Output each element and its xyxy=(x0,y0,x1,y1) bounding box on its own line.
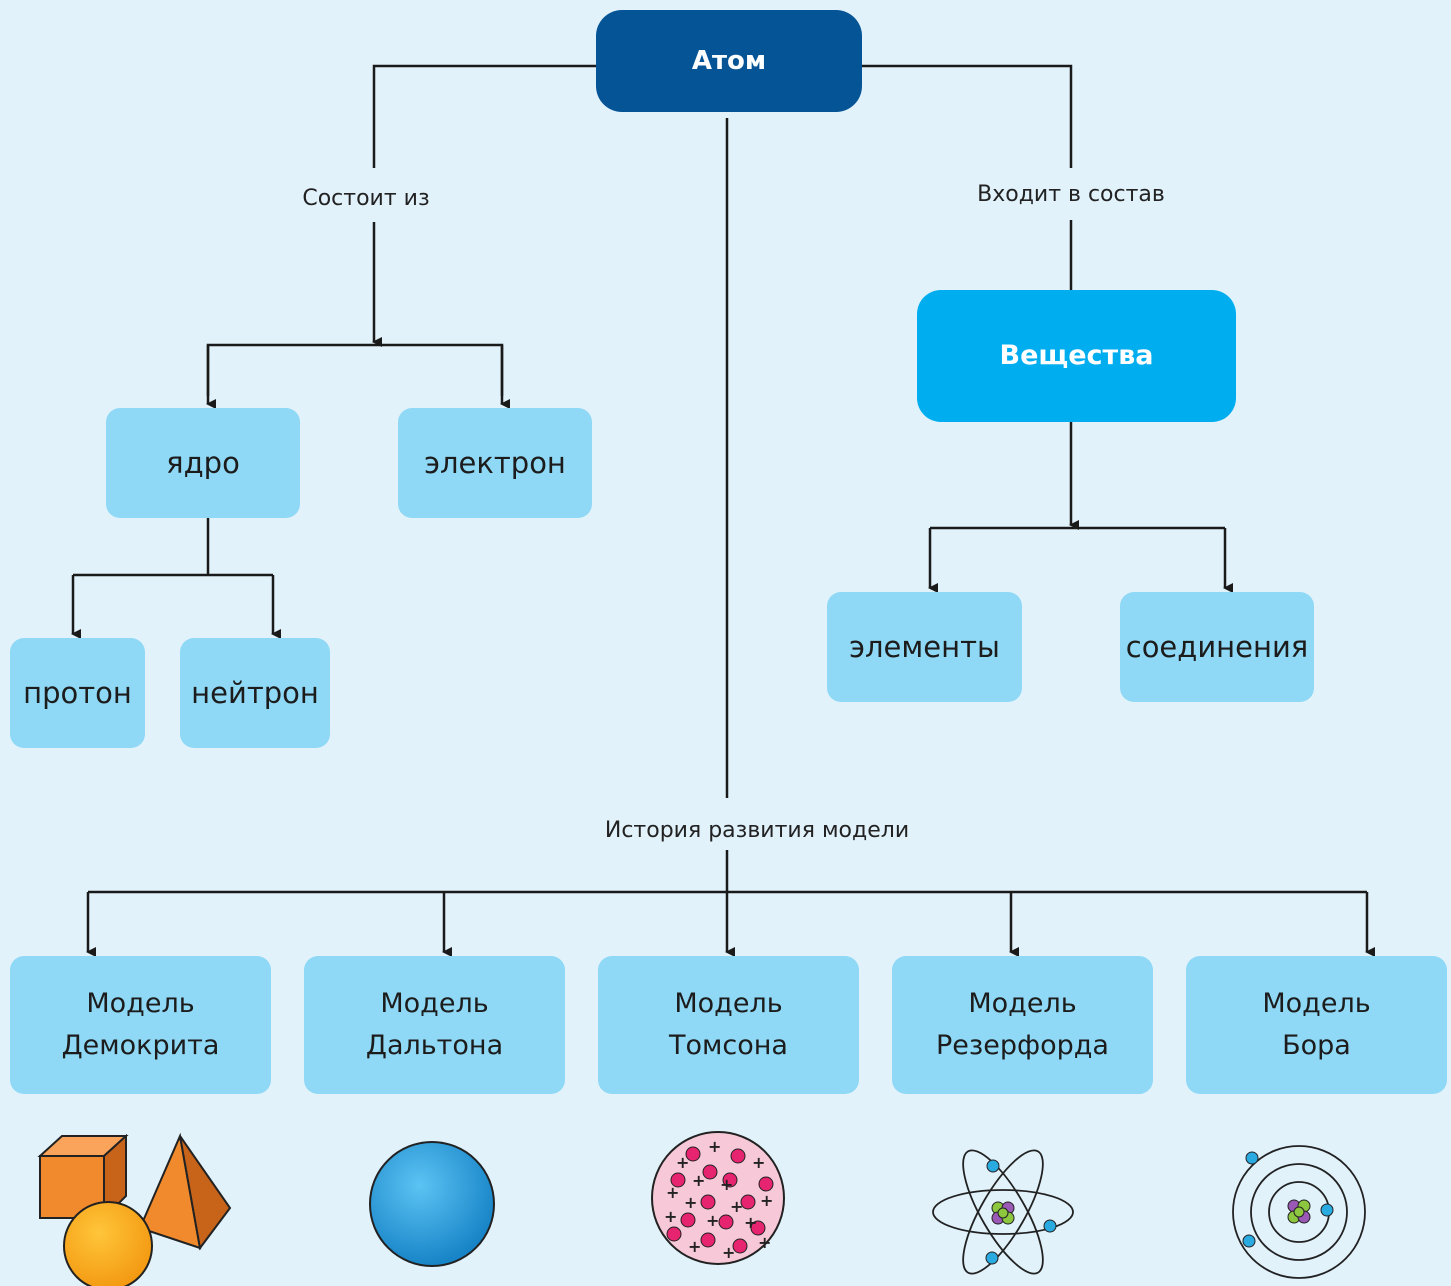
model-democritus-line1: Модель xyxy=(86,988,195,1019)
model-bohr-line2: Бора xyxy=(1282,1030,1351,1061)
nucleus-label: ядро xyxy=(166,446,240,480)
substances-label: Вещества xyxy=(999,340,1154,371)
elements-label: элементы xyxy=(849,630,1000,664)
model-rutherford-line1: Модель xyxy=(968,988,1077,1019)
svg-text:+: + xyxy=(744,1213,757,1232)
atom-node: Атом xyxy=(596,10,862,112)
democritus-shapes-illustration xyxy=(37,1132,232,1286)
svg-text:+: + xyxy=(758,1233,771,1252)
rutherford-atom-illustration xyxy=(932,1149,1074,1275)
neutron-node: нейтрон xyxy=(180,638,330,748)
svg-text:+: + xyxy=(760,1191,773,1210)
elements-node: элементы xyxy=(827,592,1022,702)
substances-node: Вещества xyxy=(917,290,1236,422)
dalton-sphere-illustration xyxy=(369,1141,495,1267)
svg-text:+: + xyxy=(676,1153,689,1172)
svg-text:+: + xyxy=(706,1211,719,1230)
model-dalton-line1: Модель xyxy=(380,988,489,1019)
svg-text:+: + xyxy=(684,1193,697,1212)
svg-text:+: + xyxy=(708,1137,721,1156)
svg-text:+: + xyxy=(730,1197,743,1216)
nucleus-node: ядро xyxy=(106,408,300,518)
model-democritus-line2: Демокрита xyxy=(61,1030,220,1061)
model-dalton-line2: Дальтона xyxy=(365,1030,504,1061)
consists-of-label: Состоит из xyxy=(302,186,430,211)
model-bohr-line1: Модель xyxy=(1262,988,1371,1019)
proton-label: протон xyxy=(23,676,132,710)
compounds-node: соединения xyxy=(1120,592,1314,702)
bohr-atom-illustration xyxy=(1232,1145,1366,1279)
svg-text:+: + xyxy=(666,1183,679,1202)
svg-text:+: + xyxy=(722,1243,735,1262)
svg-text:+: + xyxy=(720,1175,733,1194)
svg-text:+: + xyxy=(692,1171,705,1190)
model-history-label: История развития модели xyxy=(604,818,910,843)
model-thomson-line2: Томсона xyxy=(669,1030,788,1061)
electron-label: электрон xyxy=(424,446,566,480)
model-rutherford-line2: Резерфорда xyxy=(936,1030,1109,1061)
electron-node: электрон xyxy=(398,408,592,518)
neutron-label: нейтрон xyxy=(191,676,319,710)
svg-text:+: + xyxy=(688,1237,701,1256)
proton-node: протон xyxy=(10,638,145,748)
part-of-label: Входит в состав xyxy=(977,182,1165,207)
compounds-label: соединения xyxy=(1125,630,1309,664)
model-thomson-line1: Модель xyxy=(674,988,783,1019)
atom-label: Атом xyxy=(691,46,767,76)
svg-text:+: + xyxy=(752,1153,765,1172)
svg-text:+: + xyxy=(664,1207,677,1226)
thomson-pudding-illustration: +++ +++ +++ +++ +++ xyxy=(651,1131,785,1265)
